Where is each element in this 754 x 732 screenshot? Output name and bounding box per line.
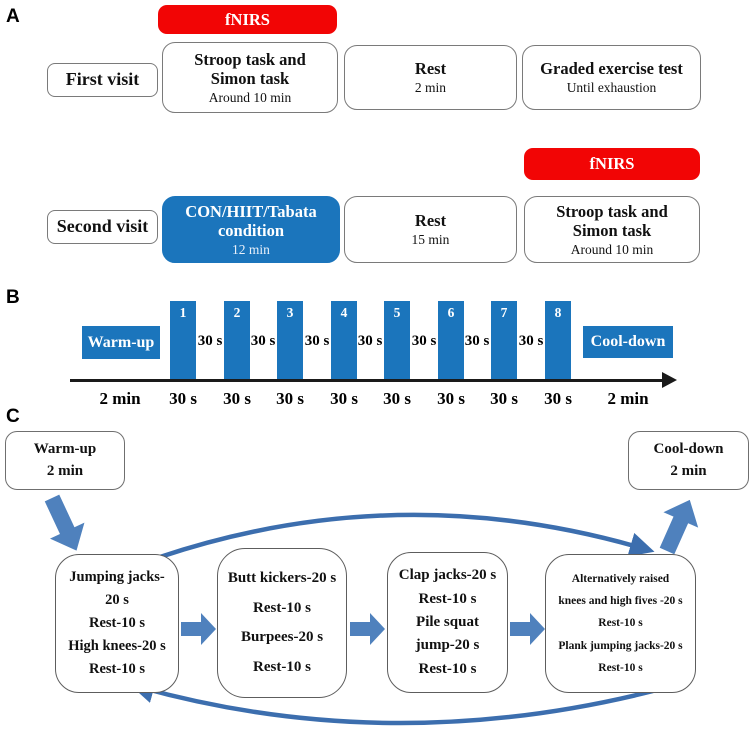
task-duration: Around 10 min bbox=[208, 89, 292, 105]
timeline-axis-arrowhead-icon bbox=[662, 372, 677, 388]
tabata-bar-7: 7 bbox=[491, 301, 517, 379]
tabata-bar-1: 1 bbox=[170, 301, 196, 379]
second-visit-label: Second visit bbox=[56, 216, 149, 237]
station-line: jump-20 s bbox=[415, 637, 480, 654]
station-box-3: Clap jacks-20 s Rest-10 s Pile squat jum… bbox=[387, 552, 508, 693]
station-line: Clap jacks-20 s bbox=[398, 567, 497, 584]
station-line: Burpees-20 s bbox=[240, 629, 324, 646]
station-line: Pile squat bbox=[416, 613, 479, 630]
bar-duration-label: 30 s bbox=[276, 389, 304, 408]
warmup-box: Warm-up 2 min bbox=[5, 431, 125, 490]
warmup-title: Warm-up bbox=[33, 441, 97, 457]
fnirs-badge-second-visit: fNIRS bbox=[524, 148, 700, 180]
cooldown-box: Cool-down 2 min bbox=[628, 431, 749, 490]
interval-rest-label: 30 s bbox=[357, 333, 383, 349]
interval-rest-label: 30 s bbox=[518, 333, 544, 349]
warmup-chip: Warm-up bbox=[82, 326, 160, 359]
tabata-bar-2: 2 bbox=[224, 301, 250, 379]
task-duration: Around 10 min bbox=[570, 241, 654, 257]
rest-box-second-visit: Rest 15 min bbox=[344, 196, 517, 263]
condition-duration: 12 min bbox=[232, 241, 270, 257]
next-station-arrow bbox=[350, 613, 385, 645]
station-line: Jumping jacks- bbox=[69, 569, 165, 585]
graded-exercise-box: Graded exercise test Until exhaustion bbox=[522, 45, 701, 110]
task-title-line2: Simon task bbox=[210, 69, 290, 89]
bar-duration-label: 30 s bbox=[169, 389, 197, 408]
down-arrow bbox=[44, 494, 85, 551]
station-line: Rest-10 s bbox=[89, 661, 145, 677]
station-box-4: Alternatively raised knees and high five… bbox=[545, 554, 696, 693]
up-arrow bbox=[659, 499, 699, 555]
interval-rest-label: 30 s bbox=[197, 333, 223, 349]
interval-rest-label: 30 s bbox=[304, 333, 330, 349]
rest-duration: 15 min bbox=[411, 231, 450, 247]
rest-title: Rest bbox=[414, 59, 447, 79]
condition-title-line2: condition bbox=[217, 221, 285, 241]
station-line: Alternatively raised bbox=[571, 573, 670, 586]
station-line: Rest-10 s bbox=[598, 617, 643, 630]
graded-exercise-title: Graded exercise test bbox=[540, 59, 683, 79]
warmup-duration-label: 2 min bbox=[99, 389, 141, 408]
station-box-2: Butt kickers-20 s Rest-10 s Burpees-20 s… bbox=[217, 548, 347, 698]
bar-duration-label: 30 s bbox=[437, 389, 465, 408]
bar-duration-label: 30 s bbox=[330, 389, 358, 408]
panel-c-label: C bbox=[6, 406, 20, 427]
task-title-line1: Stroop task and bbox=[556, 201, 668, 221]
second-visit-label-box: Second visit bbox=[47, 210, 158, 244]
bar-duration-label: 30 s bbox=[490, 389, 518, 408]
cooldown-title: Cool-down bbox=[653, 441, 724, 457]
condition-box: CON/HIIT/Tabata condition 12 min bbox=[162, 196, 340, 263]
station-line: knees and high fives -20 s bbox=[558, 595, 683, 608]
task-title-line1: Stroop task and bbox=[194, 49, 306, 69]
bar-duration-label: 30 s bbox=[544, 389, 572, 408]
rest-box-first-visit: Rest 2 min bbox=[344, 45, 517, 110]
station-line: Rest-10 s bbox=[418, 590, 477, 607]
condition-title-line1: CON/HIIT/Tabata bbox=[185, 201, 317, 221]
first-visit-label: First visit bbox=[65, 69, 140, 90]
panel-b-label: B bbox=[6, 287, 20, 308]
station-line: Rest-10 s bbox=[253, 599, 311, 616]
graded-exercise-duration: Until exhaustion bbox=[566, 79, 657, 95]
bar-duration-label: 30 s bbox=[383, 389, 411, 408]
tabata-bar-8: 8 bbox=[545, 301, 571, 379]
interval-rest-label: 30 s bbox=[250, 333, 276, 349]
station-line: High knees-20 s bbox=[68, 638, 166, 654]
first-visit-label-box: First visit bbox=[47, 63, 158, 97]
cooldown-duration-label: 2 min bbox=[607, 389, 649, 408]
tabata-bar-6: 6 bbox=[438, 301, 464, 379]
station-line: Rest-10 s bbox=[598, 661, 643, 674]
station-line: Rest-10 s bbox=[89, 615, 145, 631]
tabata-bar-3: 3 bbox=[277, 301, 303, 379]
task-title-line2: Simon task bbox=[572, 221, 652, 241]
interval-rest-label: 30 s bbox=[464, 333, 490, 349]
bar-duration-label: 30 s bbox=[223, 389, 251, 408]
station-line: 20 s bbox=[105, 592, 129, 608]
fnirs-badge-first-visit: fNIRS bbox=[158, 5, 337, 34]
task-box-first-visit: Stroop task and Simon task Around 10 min bbox=[162, 42, 338, 113]
station-line: Rest-10 s bbox=[253, 659, 311, 676]
rest-duration: 2 min bbox=[414, 79, 447, 95]
tabata-bar-5: 5 bbox=[384, 301, 410, 379]
station-box-1: Jumping jacks- 20 s Rest-10 s High knees… bbox=[55, 554, 179, 693]
interval-rest-label: 30 s bbox=[411, 333, 437, 349]
cooldown-duration: 2 min bbox=[670, 463, 707, 479]
next-station-arrow bbox=[510, 613, 545, 645]
tabata-bar-4: 4 bbox=[331, 301, 357, 379]
task-box-second-visit: Stroop task and Simon task Around 10 min bbox=[524, 196, 700, 263]
station-line: Rest-10 s bbox=[418, 660, 477, 677]
next-station-arrow bbox=[181, 613, 216, 645]
warmup-duration: 2 min bbox=[46, 463, 84, 479]
timeline-axis bbox=[70, 379, 664, 382]
station-line: Plank jumping jacks-20 s bbox=[558, 639, 683, 652]
station-line: Butt kickers-20 s bbox=[227, 569, 337, 586]
rest-title: Rest bbox=[414, 211, 447, 231]
cooldown-chip: Cool-down bbox=[583, 326, 673, 358]
panel-a-label: A bbox=[6, 6, 20, 27]
